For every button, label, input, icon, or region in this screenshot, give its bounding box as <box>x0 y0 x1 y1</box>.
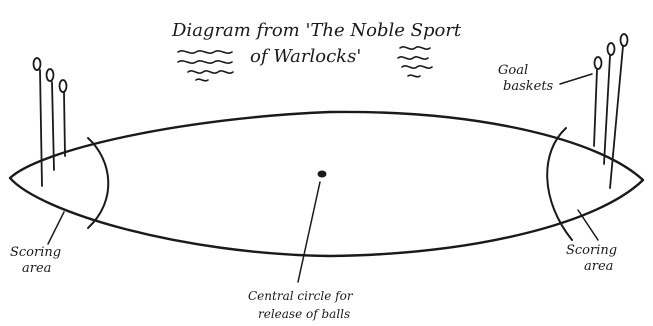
left-scoring-area-label-line2: area <box>22 261 51 276</box>
goal-baskets-label-line1: Goal <box>498 63 528 78</box>
right-scoring-area-boundary <box>546 127 573 241</box>
left-scoring-area-boundary <box>87 137 110 229</box>
central-circle <box>317 170 327 178</box>
flourish-right <box>397 46 433 78</box>
pitch-outline <box>8 110 645 258</box>
right-scoring-area-label-line2: area <box>584 259 613 274</box>
right-scoring-area-pointer <box>577 209 599 241</box>
diagram-title-line2: of Warlocks' <box>250 46 361 67</box>
flourish-left <box>177 50 234 82</box>
left-scoring-area-pointer <box>47 211 65 245</box>
central-circle-label-line1: Central circle for <box>248 289 354 303</box>
central-circle-label-line2: release of balls <box>258 307 350 321</box>
goal-baskets-pointer <box>559 73 593 85</box>
diagram-title-line1: Diagram from 'The Noble Sport <box>171 20 462 41</box>
left-goal-posts <box>32 57 68 187</box>
central-circle-pointer <box>297 181 321 283</box>
left-scoring-area-label-line1: Scoring <box>10 245 61 260</box>
right-scoring-area-label-line1: Scoring <box>566 243 617 258</box>
right-goal-posts <box>593 33 629 189</box>
goal-baskets-label-line2: baskets <box>503 79 554 94</box>
